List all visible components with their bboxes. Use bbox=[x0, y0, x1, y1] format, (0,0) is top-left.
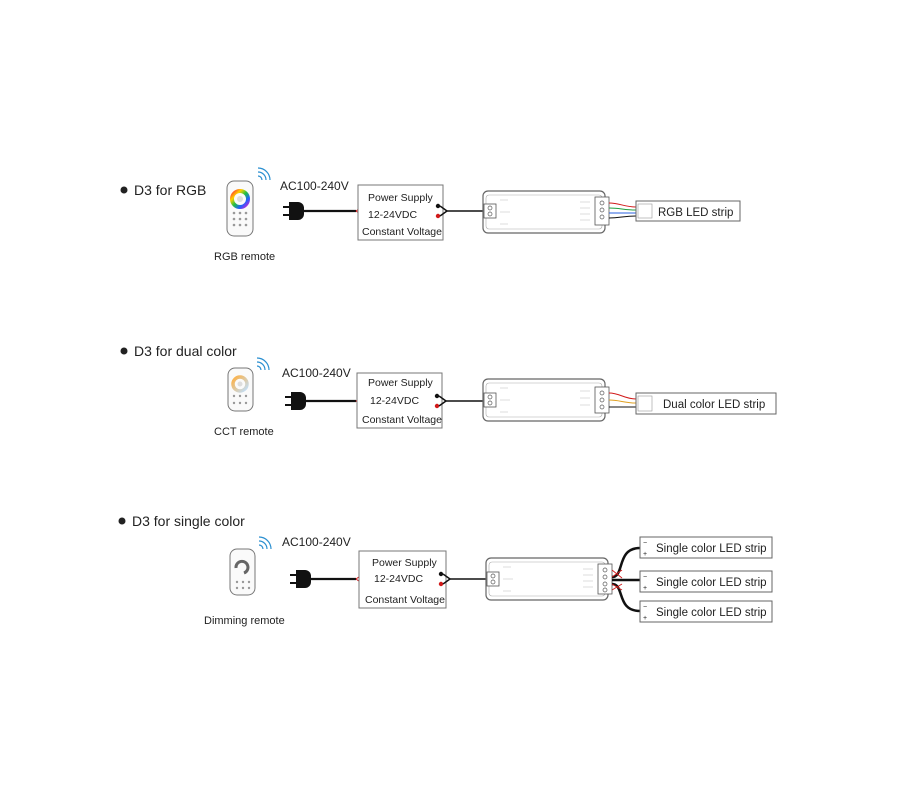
wifi-signal-icon bbox=[258, 536, 272, 550]
section-dual-color: D3 for dual color CCT remote AC100-240V bbox=[120, 343, 777, 438]
power-plug-icon bbox=[283, 202, 356, 220]
strip-label: RGB LED strip bbox=[658, 207, 733, 219]
power-supply-box: Power Supply 12-24VDC Constant Voltage bbox=[356, 372, 443, 429]
led-strip: − + Single color LED strip bbox=[639, 536, 773, 559]
led-output-wires bbox=[611, 546, 641, 613]
remote-label: Dimming remote bbox=[204, 615, 285, 627]
power-supply-box: Power Supply 12-24VDC Constant Voltage bbox=[358, 550, 447, 609]
remote-icon bbox=[229, 548, 256, 596]
ps-line-3: Constant Voltage bbox=[362, 226, 442, 238]
dc-output-wires bbox=[442, 573, 487, 585]
led-output-wires bbox=[608, 392, 637, 408]
led-strip: Dual color LED strip bbox=[635, 392, 777, 415]
section-title: D3 for dual color bbox=[134, 343, 237, 359]
voltage-label: AC100-240V bbox=[280, 179, 349, 193]
power-plug-icon bbox=[285, 392, 356, 410]
ps-line-1: Power Supply bbox=[372, 557, 438, 569]
ps-line-3: Constant Voltage bbox=[365, 594, 445, 606]
section-rgb: D3 for RGB RGB remote AC100-240V bbox=[120, 167, 741, 263]
strip-label: Single color LED strip bbox=[656, 607, 767, 619]
power-supply-box: Power Supply 12-24VDC Constant Voltage bbox=[357, 184, 444, 241]
svg-text:−: − bbox=[643, 540, 647, 547]
ps-line-2: 12-24VDC bbox=[368, 209, 417, 221]
controller-box bbox=[482, 378, 610, 422]
bullet-icon bbox=[120, 186, 128, 194]
ps-line-1: Power Supply bbox=[368, 377, 434, 389]
ps-line-2: 12-24VDC bbox=[370, 395, 419, 407]
wifi-signal-icon bbox=[257, 167, 271, 181]
strip-label: Single color LED strip bbox=[656, 577, 767, 589]
remote-label: RGB remote bbox=[214, 251, 275, 263]
power-plug-icon bbox=[290, 570, 356, 588]
svg-text:+: + bbox=[643, 615, 647, 622]
ps-line-3: Constant Voltage bbox=[362, 414, 442, 426]
svg-text:+: + bbox=[643, 585, 647, 592]
controller-box bbox=[485, 557, 613, 601]
voltage-label: AC100-240V bbox=[282, 366, 351, 380]
remote-label: CCT remote bbox=[214, 426, 274, 438]
dc-output-wires bbox=[438, 395, 484, 407]
ps-line-2: 12-24VDC bbox=[374, 573, 423, 585]
wifi-signal-icon bbox=[256, 357, 270, 371]
voltage-label: AC100-240V bbox=[282, 535, 351, 549]
svg-text:−: − bbox=[643, 574, 647, 581]
led-strip: − + Single color LED strip bbox=[639, 600, 773, 623]
bullet-icon bbox=[120, 347, 128, 355]
led-strip: RGB LED strip bbox=[635, 200, 741, 222]
bullet-icon bbox=[118, 517, 126, 525]
remote-icon bbox=[227, 367, 254, 412]
ps-line-1: Power Supply bbox=[368, 192, 434, 204]
svg-text:−: − bbox=[643, 604, 647, 611]
led-strip: − + Single color LED strip bbox=[639, 570, 773, 593]
led-output-wires bbox=[608, 202, 637, 219]
section-title: D3 for RGB bbox=[134, 182, 206, 198]
dc-output-wires bbox=[439, 205, 484, 217]
controller-box bbox=[482, 190, 610, 234]
svg-text:+: + bbox=[643, 551, 647, 558]
strip-label: Dual color LED strip bbox=[663, 399, 765, 411]
strip-label: Single color LED strip bbox=[656, 543, 767, 555]
section-single-color: D3 for single color Dimming remote AC100… bbox=[118, 513, 773, 627]
section-title: D3 for single color bbox=[132, 513, 245, 529]
remote-icon bbox=[226, 180, 254, 237]
